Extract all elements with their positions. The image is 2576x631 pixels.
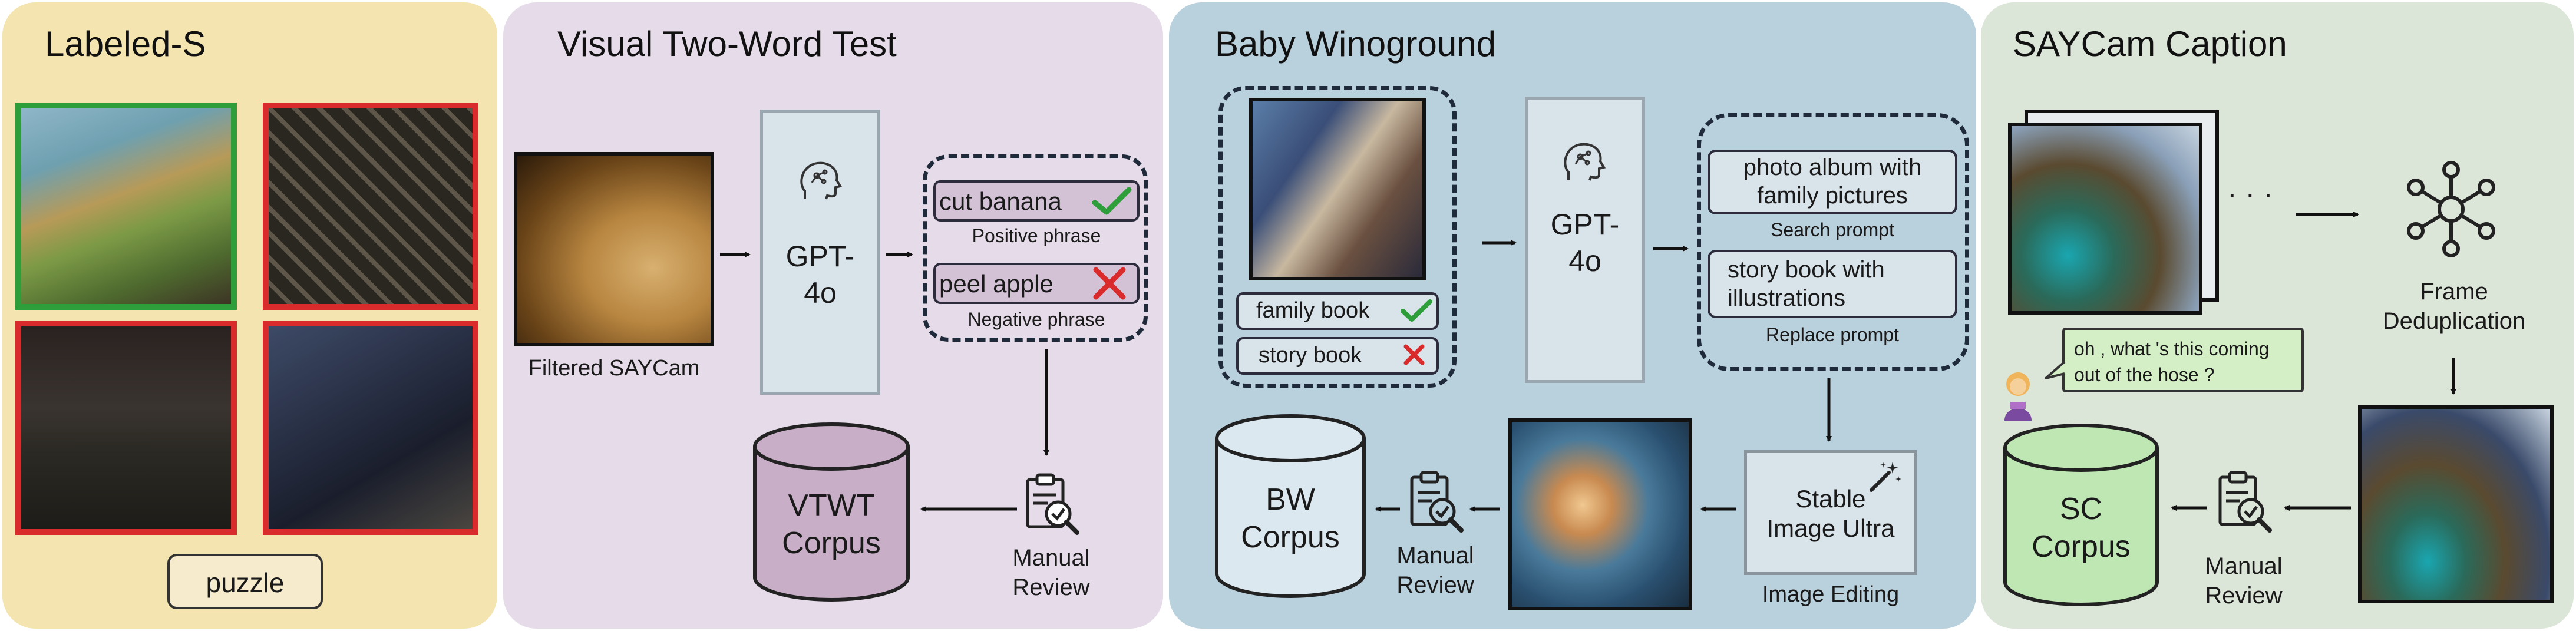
saycam-caption-text: oh , what 's this coming out of the hose… [2074,338,2270,385]
prompt-group-bw [1697,113,1969,371]
gpt4o-box-vtwt [760,110,880,395]
cross-icon [1091,266,1128,300]
manual-review-label-bw: Manual Review [1396,543,1474,598]
child-speaker-icon [1999,370,2037,423]
search-prompt-caption: Search prompt [1771,219,1894,240]
vtwt-corpus-label: VTWT Corpus [782,488,881,560]
photo-deduplicated-frame [2358,405,2554,603]
frames-ellipsis: · · · [2227,177,2273,210]
caption-filtered-saycam: Filtered SAYCam [528,356,700,381]
graph-network-icon [2398,159,2504,259]
magic-wand-icon [1867,458,1903,495]
photo-negative-2 [15,321,237,535]
bw-corpus-label: BW Corpus [1241,483,1340,554]
label-box-puzzle [167,554,323,609]
photo-filtered-saycam [514,152,714,346]
photo-puzzle-positive [15,103,237,310]
caption-bubble-tail [2043,361,2067,384]
option-negative-box [1236,337,1439,375]
gpt4o-label-vtwt: GPT- 4o [785,240,855,309]
replace-prompt-box [1708,250,1957,318]
phrase-group-vtwt [923,154,1148,342]
check-icon [1400,298,1433,324]
panel-title-sc: SAYCam Caption [2013,24,2287,64]
photo-negative-3 [263,321,478,535]
manual-review-label-vtwt: Manual Review [1012,545,1090,600]
manual-review-icon [2214,469,2273,534]
image-editing-caption: Image Editing [1762,582,1900,607]
positive-phrase-caption: Positive phrase [972,225,1101,246]
panel-title-labeled-s: Labeled-S [45,24,206,64]
photo-negative-1 [263,103,478,310]
replace-prompt: story book with illustrations [1728,257,1885,311]
vtwt-corpus-cylinder [752,422,911,602]
negative-phrase-caption: Negative phrase [967,309,1105,330]
option-positive: family book [1256,298,1370,323]
option-negative: story book [1259,343,1362,368]
stable-image-ultra: Stable Image Ultra [1766,485,1895,542]
search-prompt-box [1708,150,1957,214]
positive-phrase-box [933,180,1140,222]
sc-corpus-cylinder [2002,423,2160,607]
manual-review-icon [1406,469,1465,534]
frame-deduplication-label: Frame Deduplication [2382,279,2526,334]
bw-corpus-cylinder [1214,414,1367,599]
brain-head-icon [1560,139,1607,186]
negative-phrase-box [933,263,1140,304]
panel-title-bw: Baby Winoground [1215,24,1496,64]
negative-phrase: peel apple [939,270,1053,298]
check-icon [1091,185,1132,218]
brain-head-icon [797,158,844,205]
manual-review-label-sc: Manual Review [2205,553,2283,609]
photo-edited-storybook [1508,418,1692,610]
replace-prompt-caption: Replace prompt [1766,324,1899,345]
caption-bubble [2062,328,2304,392]
panel-title-vtwt: Visual Two-Word Test [557,24,897,64]
positive-phrase: cut banana [939,187,1062,215]
manual-review-icon [1022,471,1081,536]
sc-corpus-label: SC Corpus [2032,492,2131,564]
label-puzzle: puzzle [206,567,285,598]
bw-query-group [1218,86,1457,388]
photo-photo-album [1249,98,1426,280]
cross-icon [1402,343,1426,366]
gpt4o-label-bw: GPT- 4o [1550,208,1620,277]
search-prompt: photo album with family pictures [1743,154,1922,209]
photo-frame-stack-front [2008,123,2202,315]
